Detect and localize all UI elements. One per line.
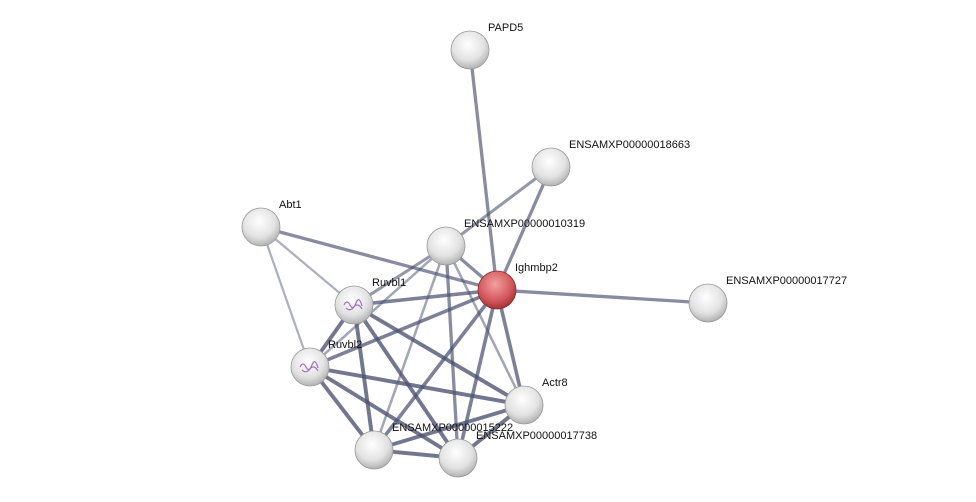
node-17738[interactable]: ENSAMXP00000017738 — [438, 430, 597, 478]
node-Abt1[interactable]: Abt1 — [241, 199, 302, 247]
protein-structure-icon — [343, 299, 363, 311]
node-label: Ruvbl1 — [372, 277, 406, 289]
node-sphere[interactable] — [354, 430, 394, 470]
node-sphere[interactable] — [688, 283, 728, 323]
node-Actr8[interactable]: Actr8 — [504, 377, 568, 425]
node-label: Actr8 — [542, 377, 568, 389]
node-label: ENSAMXP00000017738 — [476, 430, 597, 442]
nodes-layer: PAPD5ENSAMXP00000018663Abt1ENSAMXP000000… — [241, 22, 847, 478]
node-sphere[interactable] — [531, 147, 571, 187]
node-Ighmbp2[interactable]: Ighmbp2 — [477, 262, 558, 310]
node-label: ENSAMXP00000017727 — [726, 275, 847, 287]
node-Ruvbl2[interactable]: Ruvbl2 — [290, 339, 362, 387]
node-label: PAPD5 — [488, 22, 523, 34]
node-Ruvbl1[interactable]: Ruvbl1 — [334, 277, 406, 325]
edge-Ruvbl2-Actr8[interactable] — [309, 365, 525, 407]
node-15222[interactable]: ENSAMXP00000015222 — [354, 422, 513, 470]
node-18663[interactable]: ENSAMXP00000018663 — [531, 139, 690, 187]
node-sphere[interactable] — [290, 347, 330, 387]
edge-PAPD5-Ighmbp2[interactable] — [468, 49, 499, 291]
node-sphere[interactable] — [241, 207, 281, 247]
edge-Abt1-Ruvbl2[interactable] — [259, 226, 312, 368]
edge-Ighmbp2-17727[interactable] — [496, 288, 709, 305]
edge-Abt1-Ruvbl1[interactable] — [260, 226, 355, 306]
edge-Ighmbp2-17738[interactable] — [456, 289, 499, 459]
edge-18663-10319[interactable] — [445, 165, 552, 248]
node-10319[interactable]: ENSAMXP00000010319 — [426, 218, 585, 266]
node-label: Ruvbl2 — [328, 339, 362, 351]
edge-Ruvbl2-17738[interactable] — [308, 365, 460, 460]
node-label: Ighmbp2 — [515, 262, 558, 274]
node-17727[interactable]: ENSAMXP00000017727 — [688, 275, 847, 323]
edge-Ighmbp2-Ruvbl1[interactable] — [353, 288, 498, 307]
node-sphere[interactable] — [477, 270, 517, 310]
edge-Ighmbp2-Ruvbl2[interactable] — [309, 288, 498, 369]
node-sphere[interactable] — [334, 285, 374, 325]
edge-10319-Actr8[interactable] — [444, 245, 526, 406]
node-label: ENSAMXP00000010319 — [464, 218, 585, 230]
edge-15222-Actr8[interactable] — [373, 403, 525, 452]
node-label: Abt1 — [279, 199, 302, 211]
node-PAPD5[interactable]: PAPD5 — [450, 22, 523, 70]
node-sphere[interactable] — [438, 438, 478, 478]
edge-Ruvbl1-Actr8[interactable] — [353, 303, 525, 407]
edge-Ighmbp2-Actr8[interactable] — [495, 289, 526, 406]
edge-Ighmbp2-15222[interactable] — [372, 288, 499, 452]
edges-layer — [259, 49, 709, 460]
protein-structure-icon — [299, 361, 319, 373]
edge-10319-Ruvbl2[interactable] — [309, 245, 447, 368]
node-label: ENSAMXP00000018663 — [569, 139, 690, 151]
node-sphere[interactable] — [504, 385, 544, 425]
node-label: ENSAMXP00000015222 — [392, 422, 513, 434]
node-sphere[interactable] — [450, 30, 490, 70]
edge-Ruvbl1-17738[interactable] — [352, 303, 460, 460]
edge-Abt1-Ighmbp2[interactable] — [260, 225, 498, 292]
edge-18663-Ighmbp2[interactable] — [495, 166, 553, 291]
node-sphere[interactable] — [426, 226, 466, 266]
edge-10319-17738[interactable] — [444, 245, 460, 459]
